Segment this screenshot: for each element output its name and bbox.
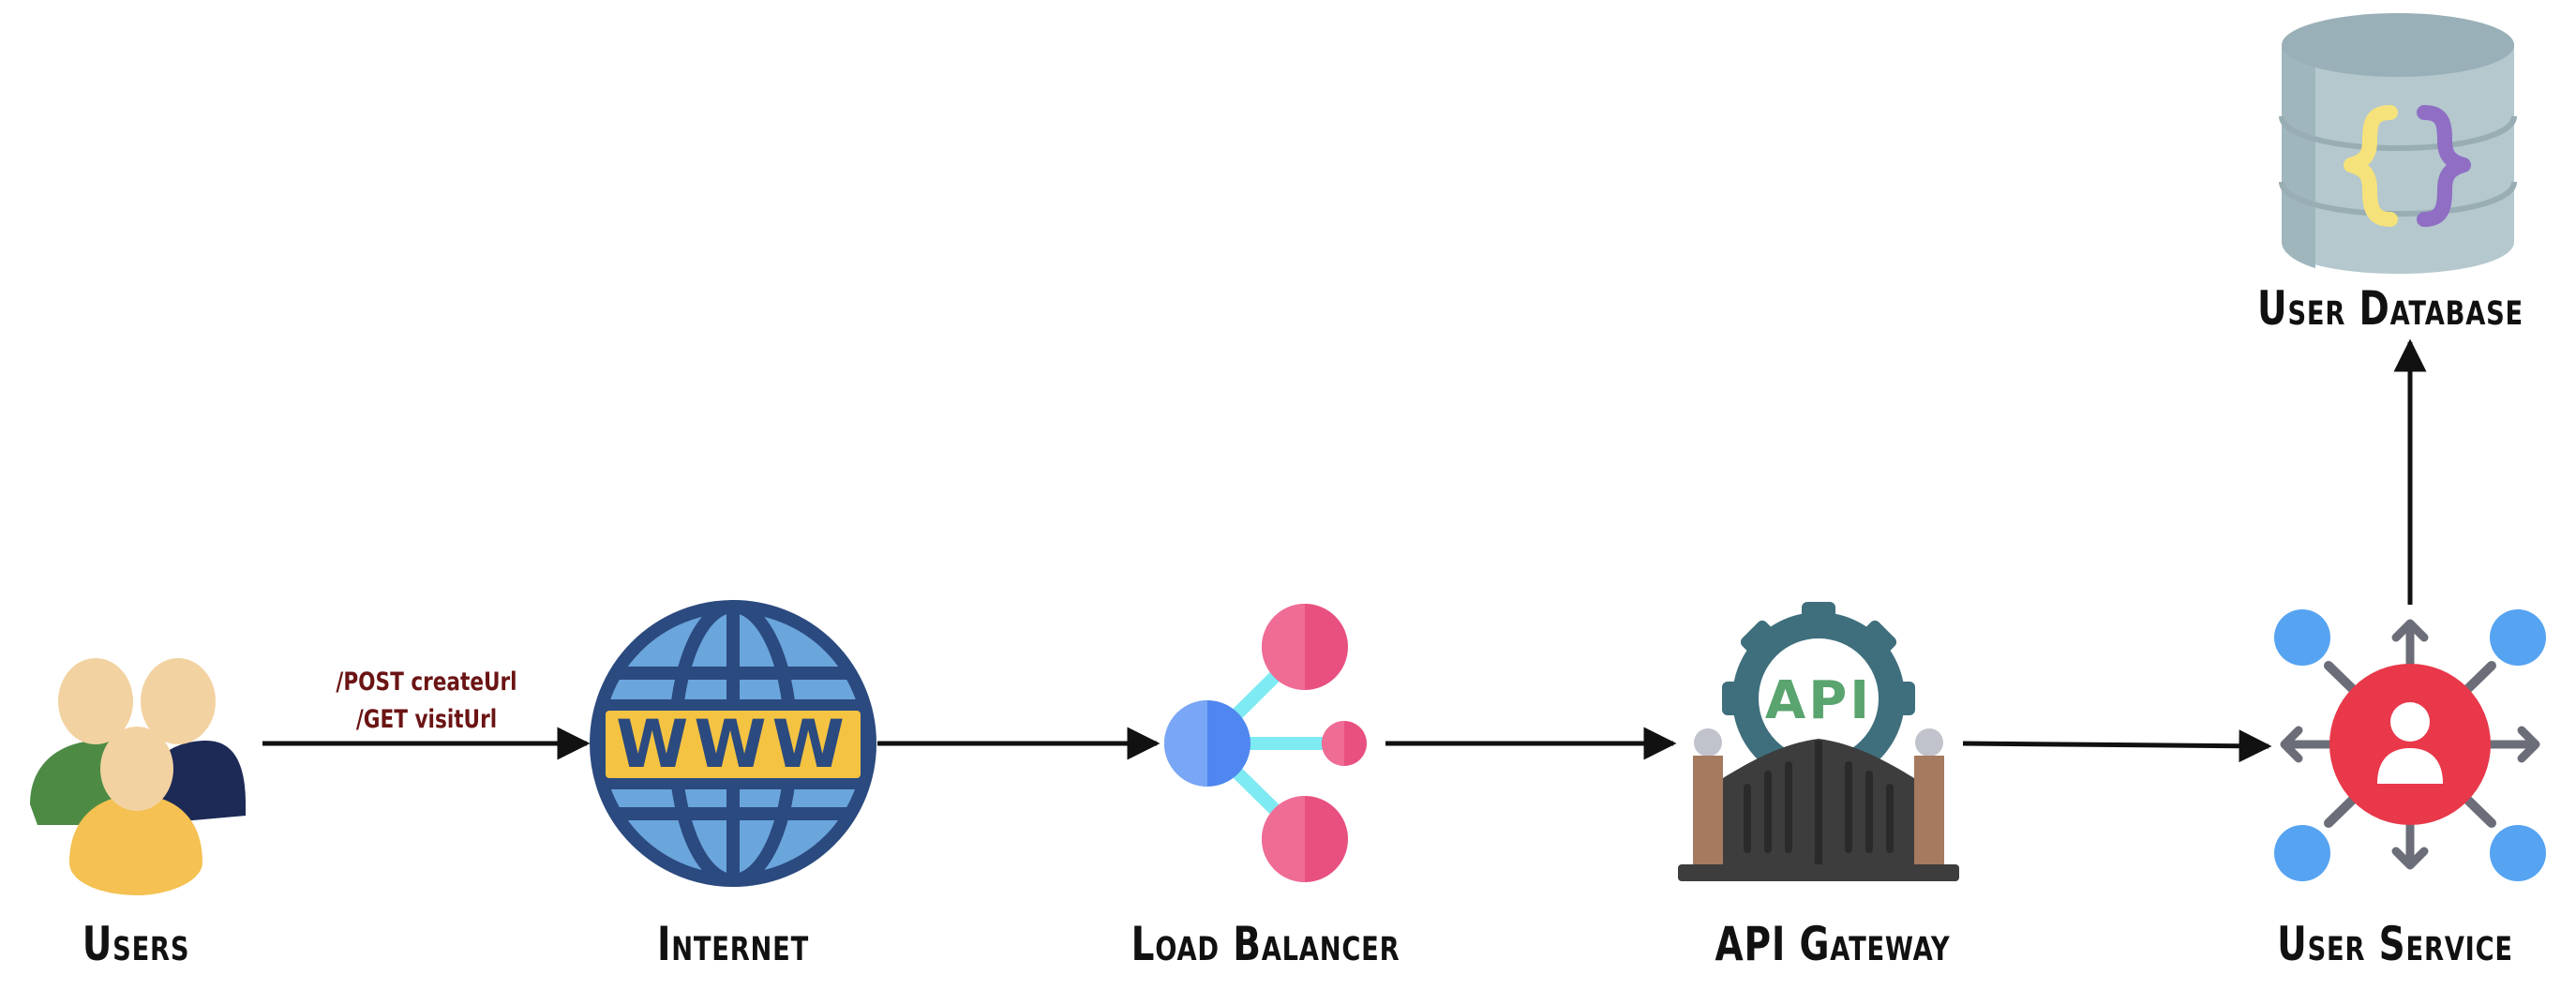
globe-www-icon: WWW: [590, 600, 876, 887]
load-balancer-icon: [1164, 604, 1367, 882]
route-label-post-createurl: /POST createUrl: [336, 668, 517, 697]
label-internet: Internet: [656, 917, 810, 971]
edges: [262, 338, 2427, 763]
label-user-database: User Database: [2257, 281, 2524, 336]
api-gateway-icon: API: [1678, 602, 1959, 881]
user-service-icon: [2274, 609, 2546, 881]
globe-www-text: WWW: [616, 706, 850, 783]
route-label-get-visiturl: /GET visitUrl: [355, 705, 498, 734]
database-icon: [2279, 13, 2517, 274]
label-api-gateway: API Gateway: [1715, 917, 1951, 971]
api-badge-text: API: [1765, 670, 1872, 731]
label-users: Users: [82, 917, 190, 971]
label-load-balancer: Load Balancer: [1131, 917, 1400, 971]
users-group-icon: [30, 658, 246, 895]
label-user-service: User Service: [2277, 917, 2513, 971]
arrow-api-gateway-to-user-service: [1962, 729, 2272, 763]
